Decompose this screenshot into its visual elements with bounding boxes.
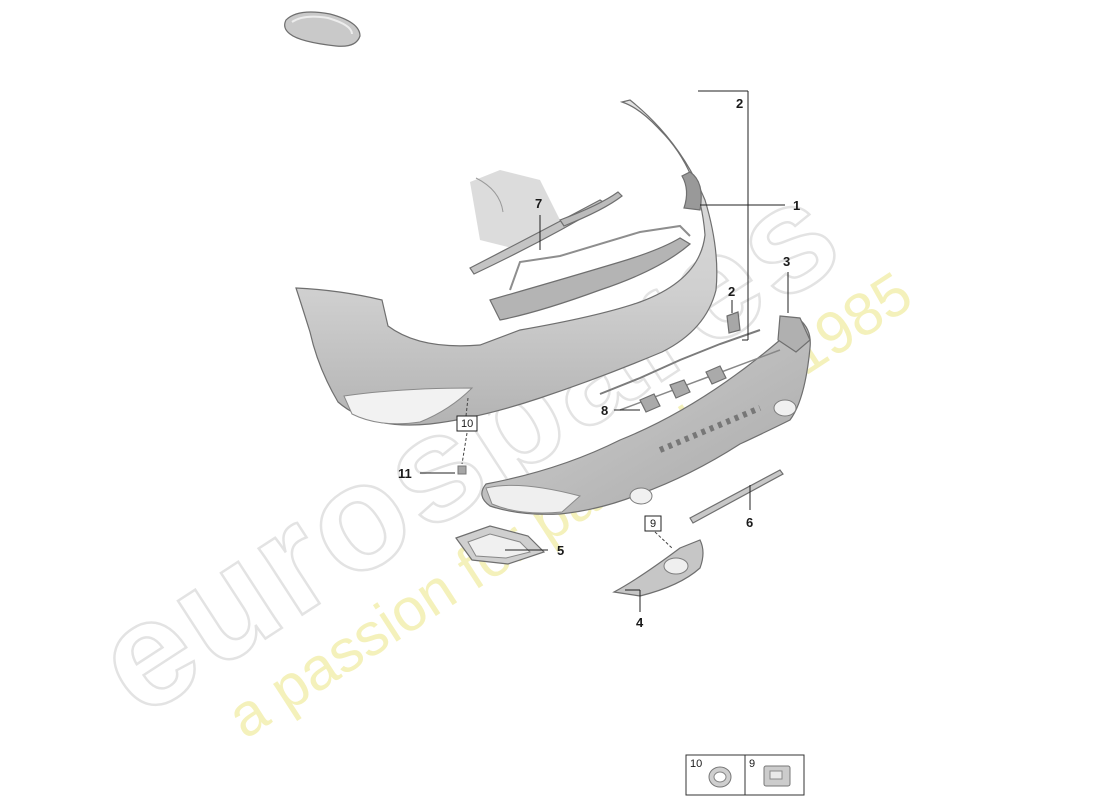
grille-frame-part-5 — [455, 525, 546, 565]
callout-2-top: 2 — [736, 96, 743, 111]
legend-table: 10 9 — [685, 754, 805, 796]
brackets-part-8 — [639, 365, 727, 413]
callout-10: 10 — [461, 418, 473, 430]
strip-part-6 — [689, 469, 784, 524]
bumper-cover — [295, 99, 718, 426]
callout-7: 7 — [535, 196, 542, 211]
bracket-clip-icon — [763, 765, 791, 787]
callout-1: 1 — [793, 198, 800, 213]
callout-10-box — [456, 415, 478, 432]
callout-3: 3 — [783, 254, 790, 269]
leader-lines — [420, 90, 789, 612]
legend-item-9-number: 9 — [749, 758, 755, 770]
legend-item-10-number: 10 — [690, 758, 702, 770]
lower-grille-part-3 — [481, 315, 811, 515]
small-bracket-part-2 — [726, 311, 741, 334]
callouts: 2 1 7 3 2 8 11 6 5 4 10 9 — [398, 96, 800, 630]
grommet-icon — [708, 766, 732, 788]
callout-4: 4 — [636, 615, 644, 630]
clip-part-11 — [457, 465, 467, 475]
watermark-logo-text: eurospares — [66, 144, 869, 747]
callout-5: 5 — [557, 543, 564, 558]
trim-strip-part-7 — [469, 191, 623, 275]
callout-9: 9 — [650, 518, 656, 530]
callout-11: 11 — [398, 466, 412, 481]
callout-8: 8 — [601, 403, 608, 418]
callout-6: 6 — [746, 515, 753, 530]
callout-9-box — [644, 515, 662, 532]
small-cap-part — [284, 11, 361, 47]
fog-frame-part-4 — [612, 539, 704, 597]
callout-2-small: 2 — [728, 284, 735, 299]
